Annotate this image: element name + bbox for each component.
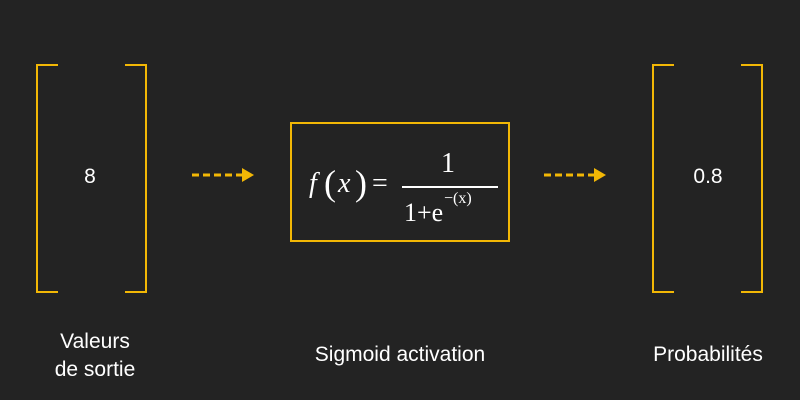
sigmoid-formula-box: f ( x ) = 1 1+e −(x): [290, 122, 510, 242]
formula-numerator: 1: [441, 148, 455, 179]
input-caption-line2: de sortie: [54, 358, 136, 381]
formula-function: f: [309, 168, 317, 199]
formula-open-paren: (: [324, 163, 336, 203]
output-caption: Probabilités: [653, 343, 763, 366]
formula-close-paren: ): [355, 163, 367, 203]
output-value: 0.8: [693, 165, 723, 188]
formula-fraction-bar: [402, 186, 498, 188]
arrow-right-icon: [544, 168, 606, 182]
activation-caption: Sigmoid activation: [314, 343, 486, 366]
output-bracket-left: [652, 64, 674, 293]
input-caption: Valeurs de sortie: [20, 328, 170, 384]
input-bracket-right: [125, 64, 147, 293]
formula-denominator: 1+e: [404, 198, 444, 227]
input-value: 8: [84, 165, 96, 188]
input-bracket-left: [36, 64, 58, 293]
formula-exponent: −(x): [444, 190, 472, 207]
formula-equals: =: [372, 168, 388, 199]
arrow-right-icon: [192, 168, 254, 182]
input-caption-line1: Valeurs: [60, 330, 130, 353]
formula-variable: x: [338, 168, 351, 199]
output-bracket-right: [741, 64, 763, 293]
